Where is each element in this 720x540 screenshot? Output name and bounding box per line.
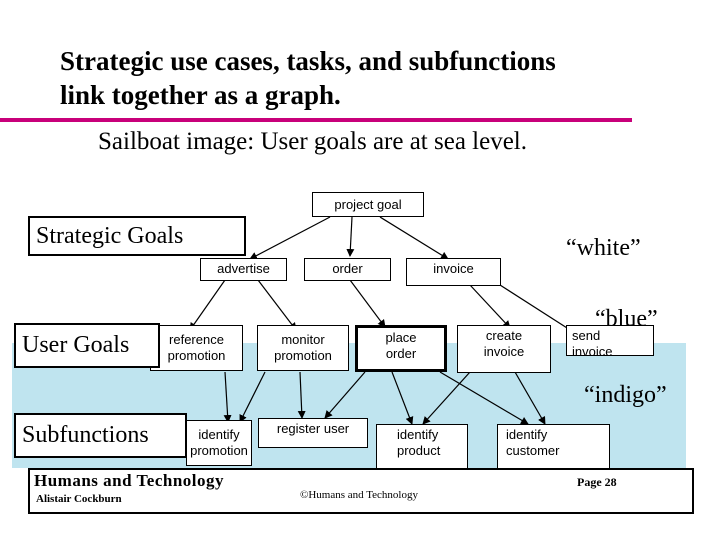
node-send-invoice: send invoice [566, 325, 654, 359]
user-goals-label: User Goals [14, 323, 160, 368]
node-identify-product: identify product [376, 424, 468, 470]
node-advertise: advertise [200, 258, 287, 281]
slide-title: Strategic use cases, tasks, and subfunct… [60, 46, 556, 110]
edge-place-register [324, 371, 366, 419]
blue-level-label: “blue” [595, 306, 658, 332]
edge-order-place [349, 279, 386, 328]
strategic-goals-label: Strategic Goals [28, 216, 246, 256]
node-project-goal: project goal [312, 192, 424, 217]
edge-advertise-monitor [257, 279, 297, 331]
edge-project-order [346, 216, 355, 257]
node-reference-promotion: reference promotion [150, 325, 243, 371]
white-level-label: “white” [566, 235, 641, 261]
footer-copyright: ©Humans and Technology [300, 489, 418, 501]
edge-place-identify-product [391, 371, 414, 425]
node-place-order: place order [355, 325, 447, 372]
node-invoice: invoice [406, 258, 501, 286]
footer-page-number: Page 28 [577, 475, 617, 489]
edge-place-identify-customer [439, 371, 529, 425]
node-identify-promotion: identify promotion [186, 420, 252, 466]
edge-create-identify-customer [514, 371, 546, 425]
footer-brand: Humans and Technology [34, 471, 225, 490]
indigo-level-label: “indigo” [584, 382, 667, 408]
title-underline [0, 118, 632, 122]
node-monitor-promotion: monitor promotion [257, 325, 349, 371]
edge-invoice-send [499, 284, 579, 336]
slide-subtitle: Sailboat image: User goals are at sea le… [98, 128, 528, 155]
footer-bar [28, 468, 694, 514]
edge-reference-identify-promotion [223, 371, 232, 423]
edge-create-identify-product [422, 371, 471, 425]
node-create-invoice: create invoice [457, 325, 551, 373]
edge-advertise-reference [189, 279, 226, 331]
node-identify-customer: identify customer [497, 424, 610, 470]
footer-author: Alistair Cockburn [36, 493, 122, 505]
node-register-user: register user [258, 418, 368, 448]
edge-monitor-identify-promotion [239, 371, 266, 423]
edge-project-invoice [379, 216, 449, 260]
node-order: order [304, 258, 391, 281]
edge-invoice-create [469, 284, 511, 329]
edge-monitor-register [297, 371, 306, 419]
subfunctions-label: Subfunctions [14, 413, 187, 458]
edge-project-advertise [249, 216, 331, 260]
